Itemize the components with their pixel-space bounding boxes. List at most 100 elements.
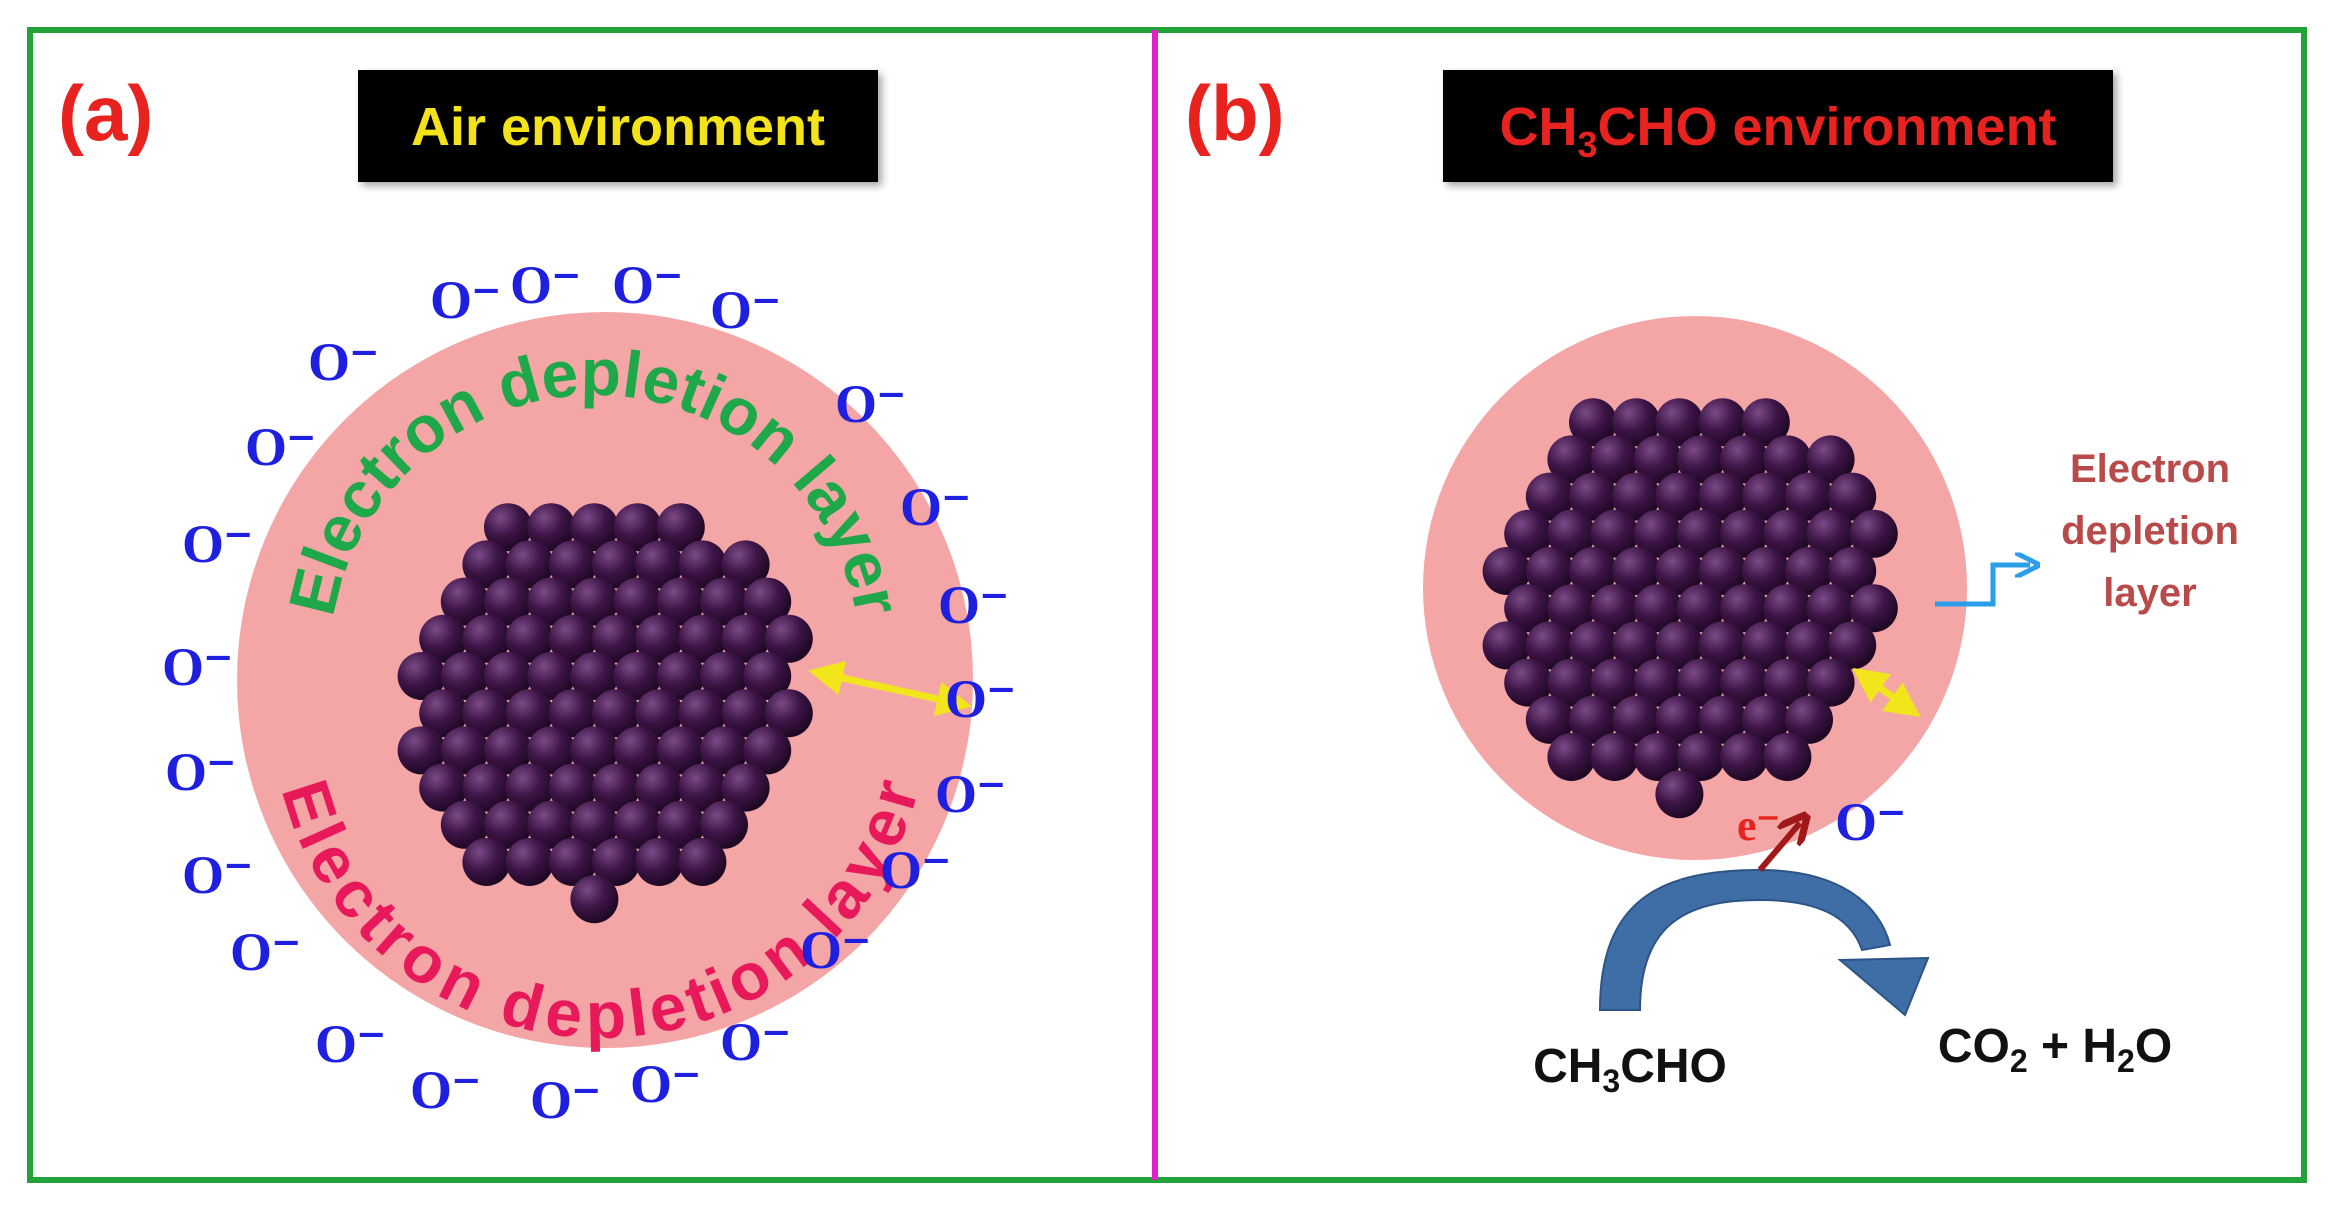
grain-particle [1655,621,1704,670]
grain-particle [419,763,468,812]
grain-particle [635,540,684,589]
panel-a: (a) Air environment Electron depletion l… [58,69,1016,1130]
grain-particle [1547,733,1596,781]
grain-particle [1525,695,1574,744]
grain-particle [1633,658,1682,707]
grain-particle [1720,733,1769,781]
grain-particle [1590,435,1639,484]
layer-label-b-line2: depletion [2061,509,2239,553]
grain-particle [548,614,597,663]
grain-particle [1763,658,1812,707]
grain-particle [1569,621,1617,670]
oxygen-ion: O⁻ [900,477,971,537]
grain-particle [505,689,554,738]
grain-particle [592,763,640,812]
grain-particle [1569,547,1617,595]
grain-particle [656,503,705,552]
oxygen-ion: O⁻ [410,1060,481,1120]
oxygen-ion: O⁻ [710,280,781,340]
oxygen-ion: O⁻ [880,840,951,900]
grain-particle [764,689,813,738]
grain-particle [1612,398,1661,447]
grain-particle [592,689,640,738]
grain-particle [548,763,597,812]
grain-particle [1698,398,1747,447]
grain-particle [1677,509,1725,558]
grain-particle [1525,547,1574,595]
grain-particle [743,577,792,626]
grain-particle [527,800,576,849]
grain-particle [1763,435,1812,484]
oxygen-ion: O⁻ [835,374,906,434]
grain-particle [440,652,489,700]
grain-particle [1590,658,1639,707]
grain-particle [1482,547,1531,595]
grain-particle [1612,621,1661,670]
grain-particle [527,503,576,552]
grain-particle [1590,733,1639,781]
grain-particle [656,652,705,700]
grain-particle [656,577,705,626]
oxygen-ion: O⁻ [612,255,683,315]
grain-particle [1806,584,1855,633]
grain-particle [484,577,532,626]
grain-particle [1849,584,1898,633]
layer-pointer-arrow [1935,565,2030,607]
grain-particle [1763,584,1812,633]
grain-particle [635,614,684,663]
grain-particle [613,726,662,775]
product-label: CO2 + H2O [1938,1020,2172,1079]
grain-particle [613,503,662,552]
oxygen-ion-b: O⁻ [1835,792,1906,852]
electron-transfer-arrow [1757,823,1800,872]
grain-particle [419,689,468,738]
panel-a-banner-text: Air environment [411,97,825,157]
layer-label-b-line3: layer [2103,571,2196,615]
grain-particle [484,800,532,849]
grain-particle [1849,509,1898,558]
grain-particle [462,689,511,738]
grain-particle [678,614,727,663]
grain-particle [570,652,619,700]
grain-particle [1569,695,1617,744]
panel-b-banner: CH3CHO environment [1443,70,2113,182]
grain-particle [1504,509,1553,558]
grain-particle [700,726,748,775]
grain-particle [462,614,511,663]
oxygen-ion: O⁻ [935,764,1006,824]
layer-label-b-line1: Electron [2070,447,2230,491]
grain-particle [484,652,532,700]
oxygen-ion: O⁻ [800,920,871,980]
grain-particle [613,652,662,700]
depletion-width-arrow-b [1852,667,1921,718]
oxygen-ions-a: O⁻O⁻O⁻O⁻O⁻O⁻O⁻O⁻O⁻O⁻O⁻O⁻O⁻O⁻O⁻O⁻O⁻O⁻O⁻O⁻… [162,255,1016,1130]
grain-particle [1633,509,1682,558]
panel-b-banner-text: CH3CHO environment [1499,97,2056,165]
grain-particle [1569,398,1617,447]
grain-core-a [397,503,813,924]
grain-particle [635,689,684,738]
electron-label: e⁻ [1737,801,1780,850]
grain-particle [484,726,532,775]
grain-particle [548,540,597,589]
grain-particle [1828,472,1877,521]
grain-particle [440,577,489,626]
grain-particle [1698,695,1747,744]
grain-particle [462,540,511,589]
grain-particle [505,540,554,589]
grain-particle [1828,621,1877,670]
oxygen-ion: O⁻ [182,845,253,905]
oxygen-ion: O⁻ [938,575,1009,635]
grain-particle [1806,509,1855,558]
grain-particle [1655,398,1704,447]
oxygen-ion: O⁻ [530,1070,601,1130]
grain-particle [700,652,748,700]
oxygen-ion: O⁻ [510,255,581,315]
grain-particle [721,689,770,738]
grain-particle [721,763,770,812]
grain-particle [548,689,597,738]
panel-b-letter: (b) [1185,69,1285,157]
panel-a-banner: Air environment [358,70,878,182]
grain-particle [1547,509,1596,558]
grain-particle [1720,435,1769,484]
